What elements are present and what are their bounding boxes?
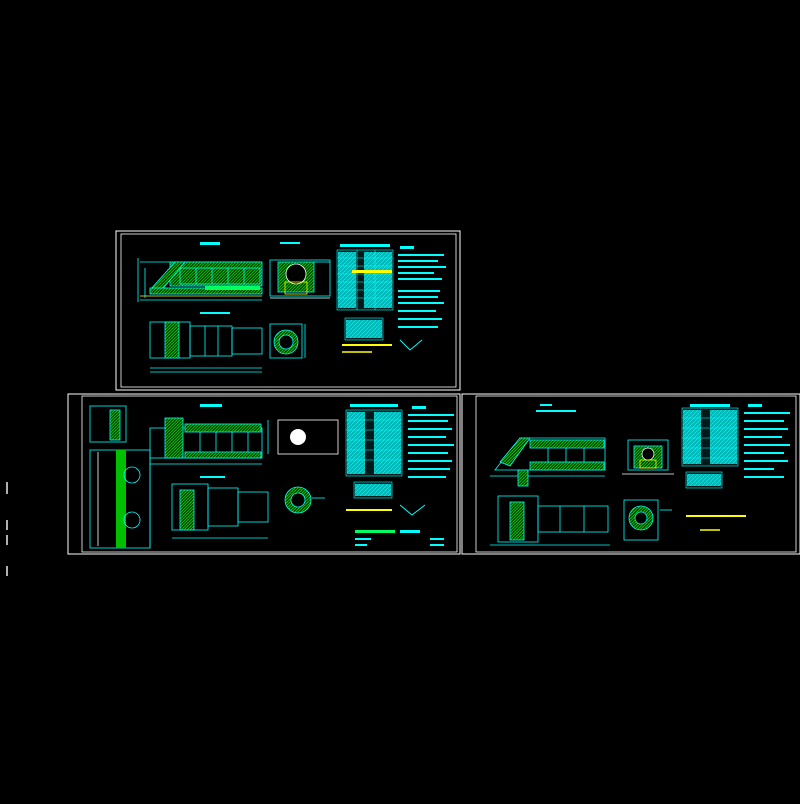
quantity-table <box>345 404 403 499</box>
sheet-bottom-left <box>67 393 461 555</box>
cross-section-view <box>269 242 331 299</box>
plan-view-lower <box>490 495 610 546</box>
scale-bar-top-left <box>342 339 423 353</box>
round-well-section-lower <box>284 486 325 514</box>
margin-marks <box>6 482 8 576</box>
cross-section-view <box>622 439 674 475</box>
round-well-section-lower <box>269 323 306 359</box>
sheet-inner-border <box>81 395 458 553</box>
sheet-bottom-right <box>461 393 800 555</box>
longitudinal-section-view <box>490 404 606 487</box>
quantity-table <box>681 404 739 489</box>
sheet-outer-border <box>115 230 461 391</box>
round-well-section-lower <box>623 499 672 541</box>
notes-block <box>398 246 446 328</box>
headwall-elevation <box>89 405 151 549</box>
notes-block <box>744 404 790 478</box>
longitudinal-section-view <box>149 404 263 465</box>
sheet-inner-border <box>475 395 797 553</box>
plan-view-lower <box>171 476 269 539</box>
scale-bar-bottom-right <box>686 515 746 531</box>
sheet-top-left <box>115 230 461 391</box>
longitudinal-section-view <box>137 242 263 302</box>
sheet-outer-border <box>67 393 461 555</box>
scale-bar-bottom-left <box>346 504 426 516</box>
plan-view-lower <box>149 312 263 373</box>
sheet-inner-border <box>120 233 457 388</box>
quantity-table <box>336 244 394 341</box>
title-block <box>355 530 444 546</box>
cross-section-view <box>267 419 339 455</box>
notes-block <box>408 406 454 478</box>
sheet-outer-border <box>461 393 800 555</box>
